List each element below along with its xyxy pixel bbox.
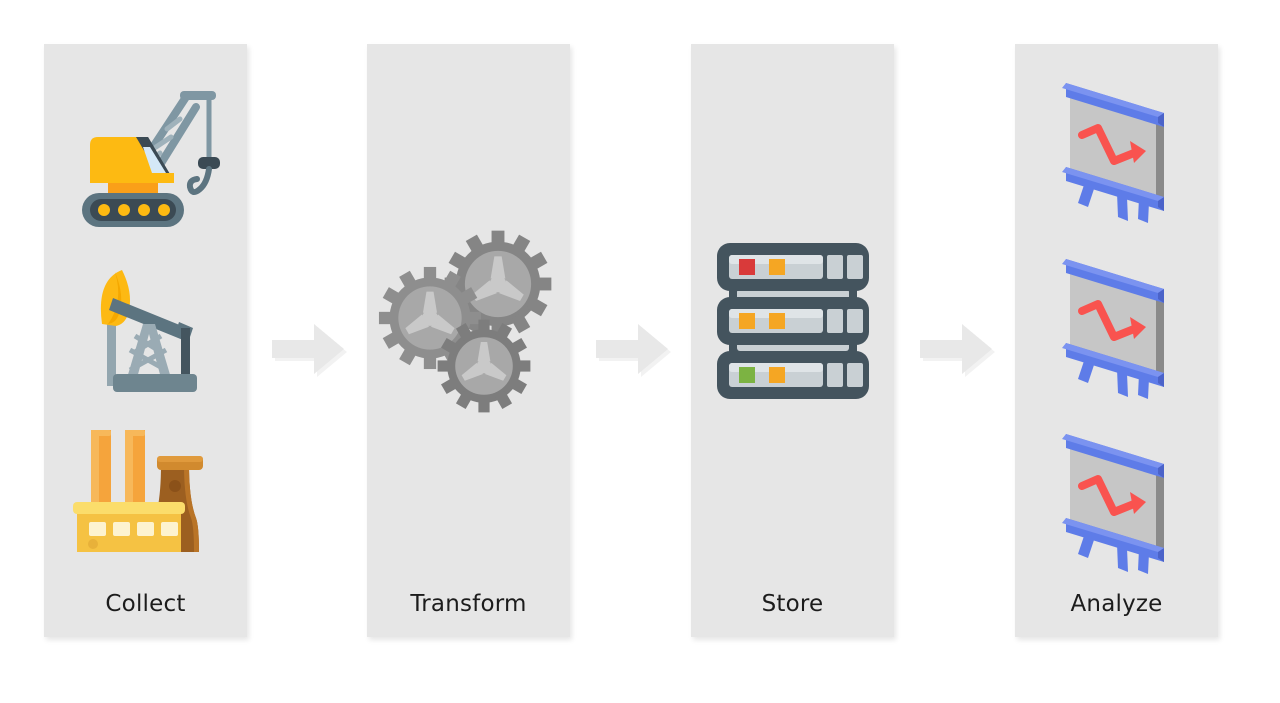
stage-panel-store[interactable]: Store [691, 44, 894, 637]
presentation-chart-icon [1052, 65, 1182, 225]
stage-icons-transform [367, 44, 570, 591]
arrow-collect-transform [266, 318, 350, 380]
gears-icon [374, 226, 564, 416]
stage-icons-collect [44, 44, 247, 591]
stage-label-transform: Transform [410, 591, 527, 617]
factory-icon [71, 424, 221, 560]
stage-panel-analyze[interactable]: Analyze [1015, 44, 1218, 637]
oil-pump-icon [71, 262, 221, 394]
stage-label-collect: Collect [105, 591, 186, 617]
stage-label-analyze: Analyze [1070, 591, 1163, 617]
presentation-chart-icon [1052, 416, 1182, 576]
stage-icons-store [691, 44, 894, 591]
arrow-transform-store [590, 318, 674, 380]
server-rack-icon [707, 235, 879, 407]
stage-label-store: Store [761, 591, 824, 617]
stage-panel-collect[interactable]: Collect [44, 44, 247, 637]
arrow-store-analyze [914, 318, 998, 380]
presentation-chart-icon [1052, 241, 1182, 401]
crane-icon [70, 81, 222, 231]
stage-icons-analyze [1015, 44, 1218, 591]
stage-panel-transform[interactable]: Transform [367, 44, 570, 637]
